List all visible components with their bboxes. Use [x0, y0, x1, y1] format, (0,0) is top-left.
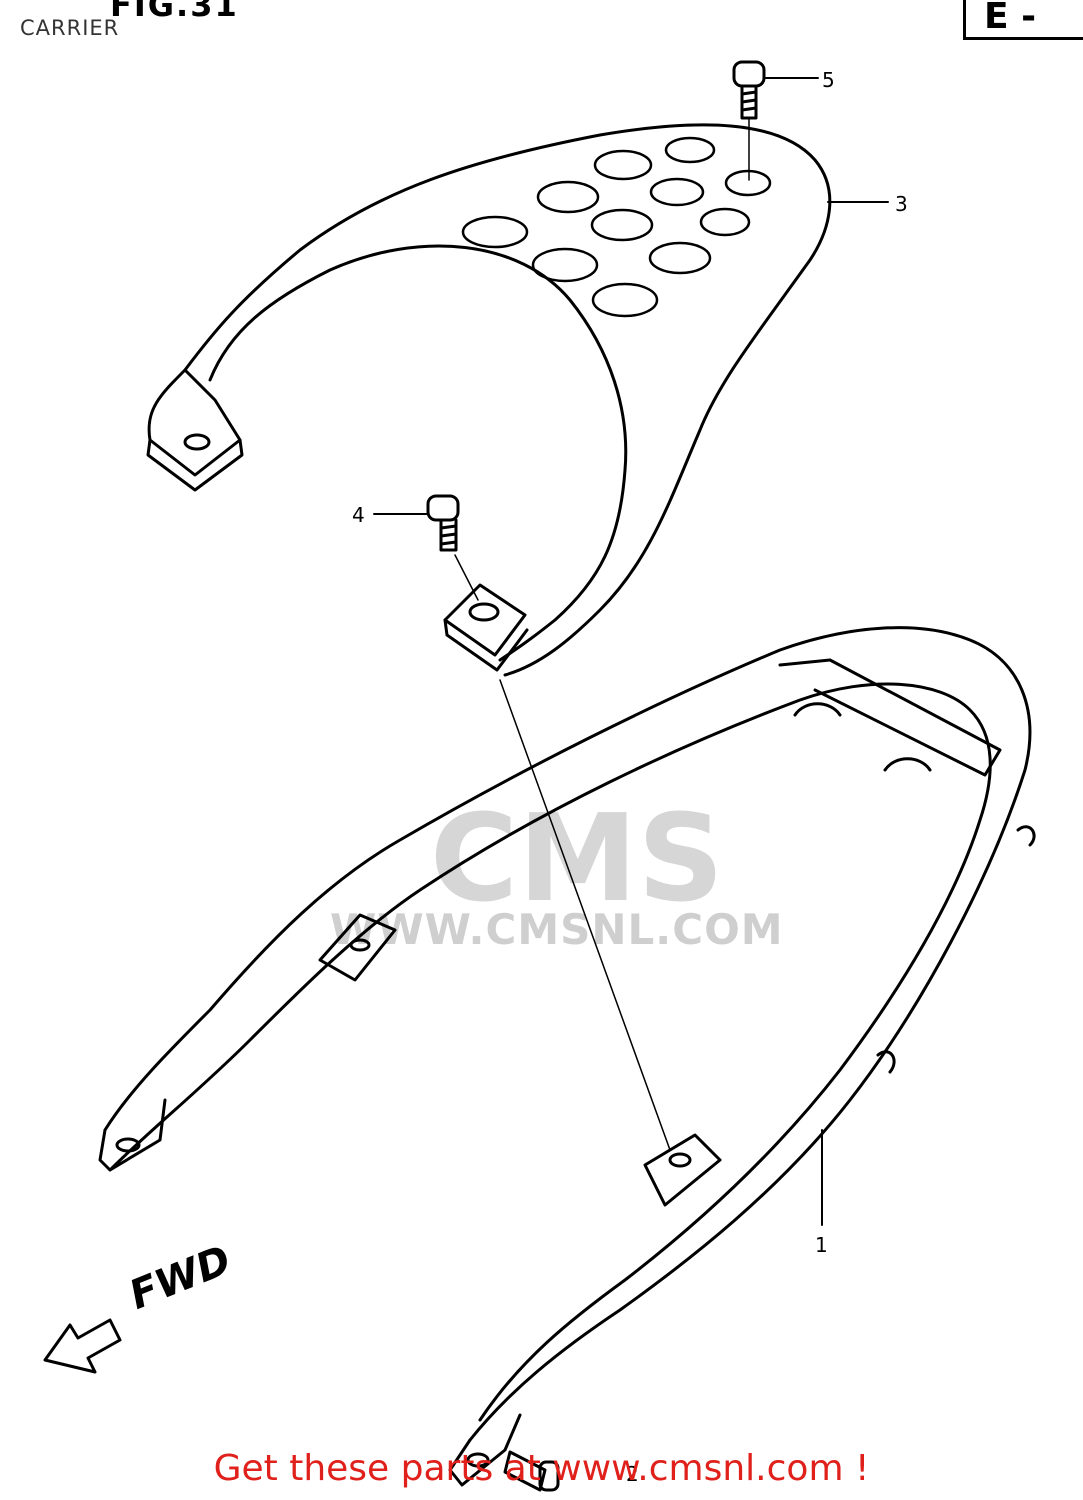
diagram-caption: CARRIER [20, 16, 120, 40]
watermark-url: WWW.CMSNL.COM [330, 905, 784, 954]
callout-4: 4 [352, 503, 365, 527]
carrier-rail [98, 626, 1036, 1487]
callout-2: 2 [626, 1462, 639, 1486]
callout-3: 3 [895, 192, 908, 216]
watermark-logo: CMS [430, 790, 724, 929]
section-box: E - [963, 0, 1083, 40]
forward-arrow-icon [43, 1318, 122, 1374]
bolt-icon [732, 60, 819, 181]
callout-1: 1 [815, 1233, 828, 1257]
bolt-icon [503, 1450, 560, 1492]
figure-label: FIG.31 [110, 0, 239, 24]
callout-5: 5 [822, 68, 835, 92]
carrier-plate [146, 123, 832, 677]
bolt-icon [373, 494, 479, 601]
footer-link[interactable]: Get these parts at www.cmsnl.com ! [213, 1448, 870, 1489]
